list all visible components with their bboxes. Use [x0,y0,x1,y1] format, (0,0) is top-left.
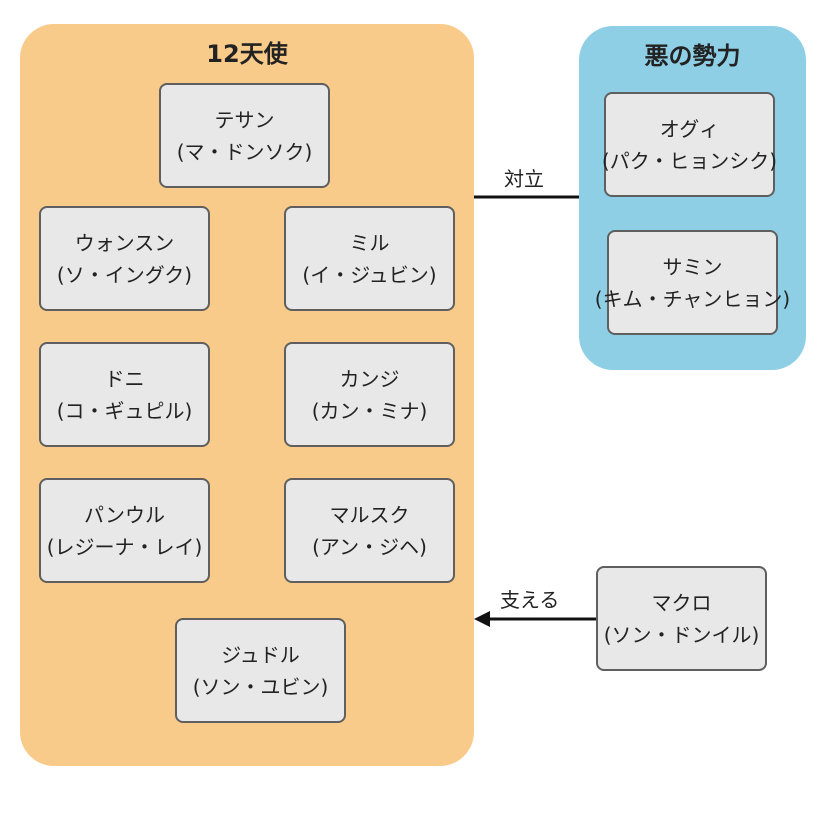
node-doni: ドニ (コ・ギュピル) [39,342,210,447]
node-samin: サミン (キム・チャンヒョン) [595,230,790,335]
node-judol-actor: (ソン・ユビン) [192,674,329,699]
node-tesan: テサン (マ・ドンソク) [159,83,330,188]
node-makuro-name: マクロ [651,590,712,615]
node-panul-name: パンウル [84,502,165,527]
node-wonsun: ウォンスン (ソ・イングク) [39,206,210,311]
edge-label-support: 支える [500,588,560,612]
node-kanji-actor: (カン・ミナ) [311,398,428,423]
node-wonsun-name: ウォンスン [74,230,175,255]
node-mil-name: ミル [349,230,390,255]
node-mil: ミル (イ・ジュビン) [284,206,455,311]
edge-label-oppose: 対立 [504,167,544,191]
node-doni-name: ドニ [104,366,145,391]
node-malsuk: マルスク (アン・ジヘ) [284,478,455,583]
node-ogui-name: オグィ [659,116,720,141]
node-panul-actor: (レジーナ・レイ) [46,534,203,559]
node-samin-name: サミン [662,254,723,279]
node-kanji-name: カンジ [339,366,400,391]
node-samin-actor: (キム・チャンヒョン) [594,286,791,311]
node-makuro-actor: (ソン・ドンイル) [603,622,760,647]
node-wonsun-actor: (ソ・イングク) [56,262,193,287]
group-title-evil-forces: 悪の勢力 [644,42,741,70]
node-kanji: カンジ (カン・ミナ) [284,342,455,447]
node-ogui-actor: (パク・ヒョンシク) [601,148,778,173]
node-judol: ジュドル (ソン・ユビン) [175,618,346,723]
node-panul: パンウル (レジーナ・レイ) [39,478,210,583]
node-malsuk-name: マルスク [329,502,410,527]
node-judol-name: ジュドル [221,642,300,667]
node-tesan-actor: (マ・ドンソク) [176,139,313,164]
node-doni-actor: (コ・ギュピル) [56,398,193,423]
node-ogui: オグィ (パク・ヒョンシク) [601,92,778,197]
group-title-twelve-angels: 12天使 [206,40,288,68]
node-tesan-name: テサン [214,107,275,132]
node-malsuk-actor: (アン・ジヘ) [312,534,427,559]
node-mil-actor: (イ・ジュビン) [302,262,437,287]
edge-support-arrowhead [474,611,490,627]
node-makuro: マクロ (ソン・ドンイル) [596,566,767,671]
